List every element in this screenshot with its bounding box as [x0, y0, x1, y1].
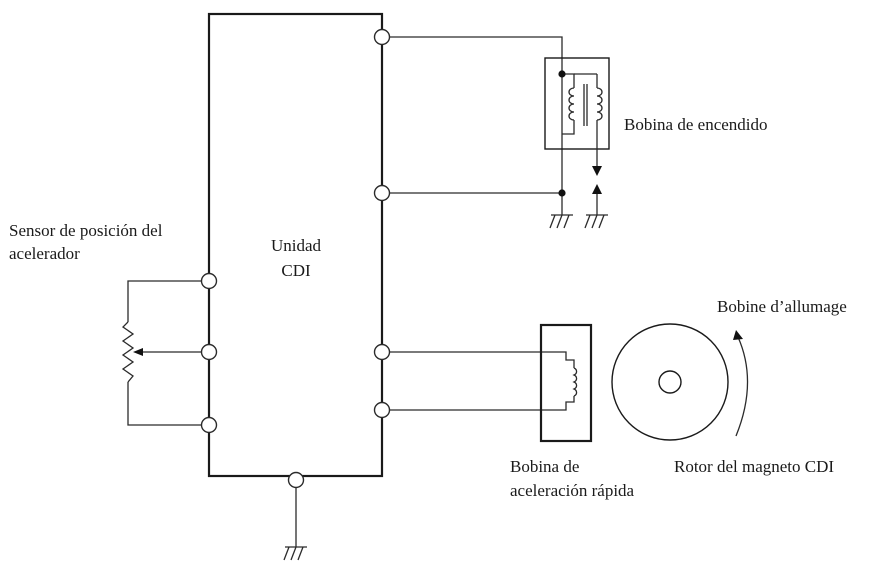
wire-cdi-to-ignition-coil — [390, 36, 563, 74]
rotor-outer-circle — [611, 323, 729, 441]
wire-cdi-to-accel-coil-top — [390, 351, 575, 368]
terminal-left-3 — [200, 416, 218, 434]
potentiometer-resistor — [121, 321, 135, 383]
ignition-coil-secondary-winding — [574, 73, 603, 166]
spark-gap-arrow-up — [592, 184, 602, 194]
ignition-coil-label: Bobina de encendido — [624, 115, 768, 134]
junction-dot-top — [558, 70, 566, 78]
spark-gap-arrow-down — [592, 166, 602, 176]
terminal-left-1 — [200, 272, 218, 290]
terminal-right-4 — [373, 401, 391, 419]
acceleration-coil-box — [539, 323, 593, 443]
wire-tps-bottom — [127, 382, 201, 426]
ignition-coil-core — [583, 84, 588, 126]
throttle-sensor-label-line2: acelerador — [9, 244, 80, 263]
ground-symbol-coil — [549, 214, 573, 229]
ground-symbol-cdi — [283, 546, 307, 561]
rotor-hub — [658, 370, 682, 394]
rotation-label: Bobine d’allumage — [717, 297, 847, 316]
wire-tps-top — [127, 280, 201, 322]
acceleration-coil-winding — [572, 367, 578, 397]
ignition-coil-primary-winding — [562, 73, 575, 135]
wire-cdi-to-accel-coil-bottom — [390, 396, 575, 411]
terminal-left-2 — [200, 343, 218, 361]
cdi-unit-label-line2: CDI — [281, 261, 311, 280]
terminal-right-3 — [373, 343, 391, 361]
acceleration-coil-label-line1: Bobina de — [510, 457, 579, 476]
cdi-unit-label-line1: Unidad — [271, 236, 322, 255]
throttle-sensor-label-line1: Sensor de posición del — [9, 221, 163, 240]
terminal-right-2 — [373, 184, 391, 202]
acceleration-coil-label-line2: aceleración rápida — [510, 481, 635, 500]
ignition-coil-box — [544, 57, 610, 150]
junction-dot-bottom — [558, 189, 566, 197]
rotation-arrow — [735, 336, 749, 437]
terminal-right-1 — [373, 28, 391, 46]
ground-symbol-spark-plug — [584, 214, 608, 229]
rotor-label: Rotor del magneto CDI — [674, 457, 834, 476]
rotation-arrowhead — [733, 330, 743, 340]
potentiometer-wiper-arrow — [133, 348, 143, 356]
terminal-bottom — [287, 471, 305, 489]
